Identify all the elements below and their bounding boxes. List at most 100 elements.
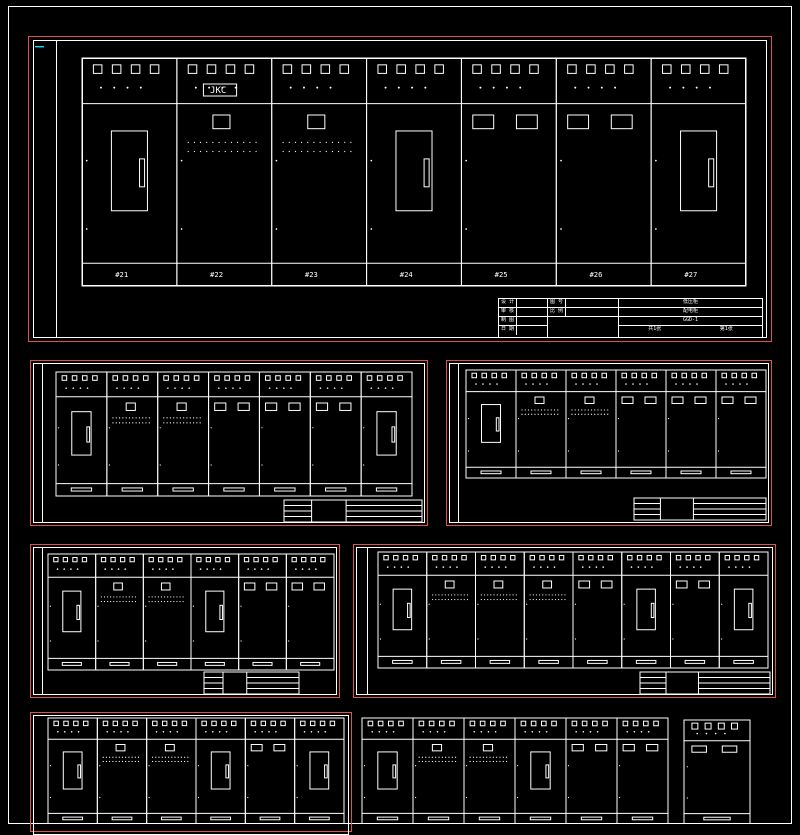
terminal-dot [167,596,169,598]
meter-box [675,554,682,561]
terminal-dot [196,417,198,419]
hinge-mark [717,418,720,420]
terminal-dot [155,760,157,763]
meter-box [129,556,135,563]
meter-box [300,720,306,727]
indicator-lamp [86,387,89,389]
meter-box [704,722,712,730]
terminal-dot [249,150,251,153]
rotary-switch-right [644,396,657,404]
indicator-lamp [137,387,140,389]
indicator-lamp [679,566,682,568]
indicator-lamp [689,383,691,385]
terminal-dot [451,756,453,758]
hinge-mark [721,638,723,640]
terminal-dot [438,760,440,763]
terminal-dot [590,409,593,411]
terminal-dot [187,760,189,763]
indicator-lamp [575,383,577,385]
rotary-switch-right [265,582,278,591]
hinge-mark [363,765,366,767]
terminal-dot [134,760,136,763]
terminal-dot [243,141,245,143]
terminal-dot [469,760,471,763]
indicator-lamp [647,730,650,733]
terminal-dot [171,760,173,763]
cabinet-id-label-mark [62,816,84,821]
door-window [309,751,330,790]
terminal-dot [189,417,191,419]
indicator-lamp [724,732,726,735]
terminal-dot [106,596,109,598]
indicator-lamp [644,566,646,568]
terminal-dot [145,417,147,419]
terminal-dot [313,150,315,153]
meter-box [586,64,596,74]
terminal-dot [509,598,511,601]
hinge-mark [618,765,621,767]
hinge-mark [49,796,52,799]
terminal-dot [505,760,508,763]
terminal-dot [113,596,115,598]
meter-box [161,720,168,727]
terminal-dot [448,756,450,758]
meter-box [152,720,158,727]
terminal-dot [131,760,133,763]
meter-box [61,375,68,381]
door-window [376,411,397,456]
door-window [392,588,413,631]
door-handle [324,764,328,779]
terminal-dot [535,594,538,596]
indicator-lamp [504,566,507,568]
indicator-lamp [581,566,584,568]
terminal-dot [451,598,453,601]
meter-box [622,720,629,727]
cabinet-id-label-mark [630,470,652,475]
hinge-mark [560,159,562,162]
terminal-dot [121,760,124,763]
terminal-dot [594,409,596,411]
meter-box [234,375,241,381]
terminal-dot [118,756,120,758]
indicator-lamp [188,387,191,389]
terminal-dot [551,598,553,601]
meter-box [211,720,217,727]
terminal-dot [584,413,586,415]
meter-box [383,554,389,561]
terminal-dot [169,417,172,419]
indicator-lamp [589,730,592,733]
meter-box [731,722,738,730]
hinge-mark [159,427,161,429]
terminal-dot [337,150,340,153]
rotary-switch-left [291,582,304,591]
meter-box [461,554,467,561]
meter-box [680,64,691,74]
sheet-2a-border [30,360,428,526]
terminal-dot [131,756,133,758]
indicator-lamp [602,566,605,568]
indicator-lamp [219,568,222,570]
rotary-switch-left [265,402,278,411]
meter-box [177,556,183,563]
indicator-lamp [600,86,603,89]
indicator-lamp [116,387,118,389]
meter-box [671,372,677,379]
meter-box [122,720,128,727]
terminal-dot [206,141,208,143]
indicator-lamp [735,566,737,568]
terminal-dot [496,598,498,601]
meter-box [142,375,149,381]
cabinet-id-label-mark [580,816,603,821]
indicator-lamp [225,730,228,733]
indicator-lamp [491,566,493,568]
indicator-lamp [211,730,214,733]
indicator-lamp [225,387,227,389]
indicator-lamp [324,730,327,733]
terminal-dot [531,409,533,411]
indicator-lamp [316,86,319,89]
tb-left-row-3: 制 图 [499,317,547,326]
rotary-switch [160,582,171,591]
cabinet-panel [285,553,335,671]
terminal-dot [170,600,172,603]
rotary-switch [444,580,455,589]
